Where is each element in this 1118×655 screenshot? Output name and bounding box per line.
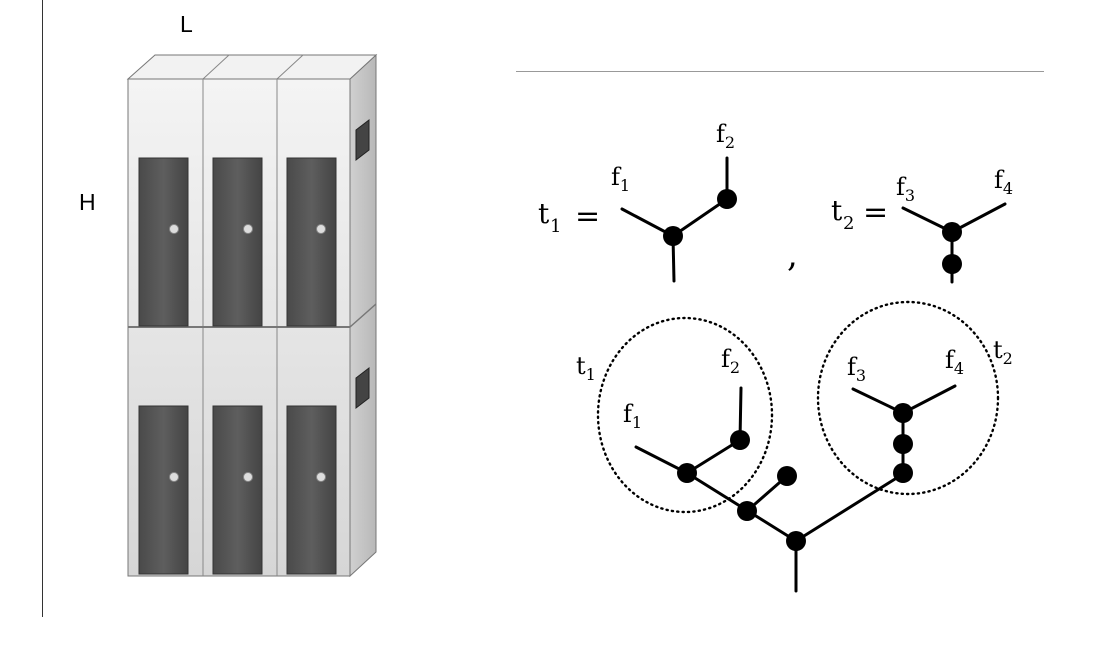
cabinet-door — [286, 157, 337, 327]
tree-node — [717, 189, 737, 209]
tree-node — [893, 403, 913, 423]
server-cabinet-illustration — [126, 53, 378, 578]
length-label: L — [180, 11, 193, 37]
leaf-label-f1: f1 — [623, 400, 642, 432]
tree-node — [777, 466, 797, 486]
tree-node — [677, 463, 697, 483]
t2-equation-symbol: t — [831, 194, 843, 227]
t2-equation-index: 2 — [843, 213, 854, 234]
tree-t1-small — [620, 156, 737, 283]
t1-equation-symbol: t — [538, 197, 550, 230]
tree-node — [663, 226, 683, 246]
cabinet-door — [138, 405, 189, 575]
cabinet-door — [212, 405, 263, 575]
combined-tree — [634, 384, 957, 593]
t1-equals-sign: = — [575, 199, 600, 234]
top-divider-line — [516, 71, 1044, 72]
leaf-label-f2: f2 — [716, 120, 735, 152]
tree-node — [737, 501, 757, 521]
tree-node — [942, 254, 962, 274]
tree-node — [893, 434, 913, 454]
left-divider-line — [42, 0, 43, 617]
tree-node — [786, 531, 806, 551]
subtree-t1-highlight — [596, 316, 774, 514]
tree-node — [730, 430, 750, 450]
cabinet-top-face — [126, 54, 378, 80]
subtree-t2-label: t2 — [993, 336, 1013, 368]
subtree-t2-highlight — [816, 300, 1000, 496]
tree-node — [942, 222, 962, 242]
leaf-label-f3: f3 — [896, 173, 915, 205]
tree-t2-small — [901, 202, 1007, 284]
leaf-label-f4: f4 — [945, 346, 964, 378]
leaf-label-f2: f2 — [721, 345, 740, 377]
leaf-label-f1: f1 — [611, 163, 630, 195]
comma-separator: , — [787, 235, 798, 275]
t1-equation-index: 1 — [550, 216, 561, 237]
vent-icon — [355, 118, 370, 162]
cabinet-door — [212, 157, 263, 327]
tree-node — [893, 463, 913, 483]
leaf-label-f4: f4 — [994, 166, 1013, 198]
cabinet-door — [286, 405, 337, 575]
cabinet-door — [138, 157, 189, 327]
leaf-label-f3: f3 — [847, 353, 866, 385]
subtree-t1-label: t1 — [576, 352, 596, 384]
t2-equals-sign: = — [863, 195, 888, 230]
height-label: H — [79, 189, 96, 215]
vent-icon — [355, 366, 370, 410]
